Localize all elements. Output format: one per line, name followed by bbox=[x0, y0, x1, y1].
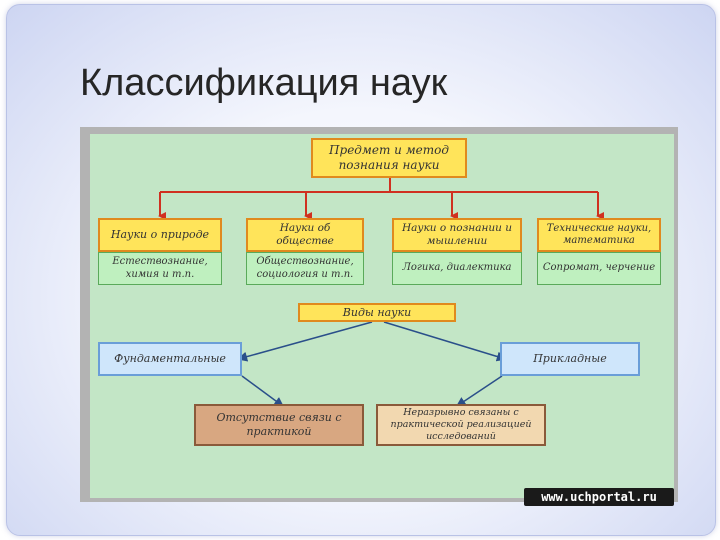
category-technical-examples: Сопромат, черчение bbox=[537, 252, 661, 285]
category-society-title: Науки об обществе bbox=[246, 218, 364, 252]
category-cognition-title: Науки о познании и мышлении bbox=[392, 218, 522, 252]
subject-method-box: Предмет и метод познания науки bbox=[311, 138, 467, 178]
applied-box: Прикладные bbox=[500, 342, 640, 376]
category-society-examples: Обществознание, социология и т.п. bbox=[246, 252, 364, 285]
category-nature-title: Науки о природе bbox=[98, 218, 222, 252]
category-nature-examples: Естествознание, химия и т.п. bbox=[98, 252, 222, 285]
types-arrow-left bbox=[237, 321, 373, 362]
fundamental-description: Отсутствие связи с практикой bbox=[194, 404, 364, 446]
science-types-box: Виды науки bbox=[298, 303, 456, 322]
types-arrow-right bbox=[383, 321, 507, 362]
slide-title: Классификация наук bbox=[80, 62, 448, 104]
fundamental-box: Фундаментальные bbox=[98, 342, 242, 376]
fundamental-arrow bbox=[241, 375, 285, 407]
category-cognition-examples: Логика, диалектика bbox=[392, 252, 522, 285]
applied-arrow bbox=[455, 375, 503, 407]
applied-description: Неразрывно связаны с практической реализ… bbox=[376, 404, 546, 446]
watermark-logo: www.uchportal.ru bbox=[524, 488, 674, 506]
category-technical-title: Технические науки, математика bbox=[537, 218, 661, 252]
